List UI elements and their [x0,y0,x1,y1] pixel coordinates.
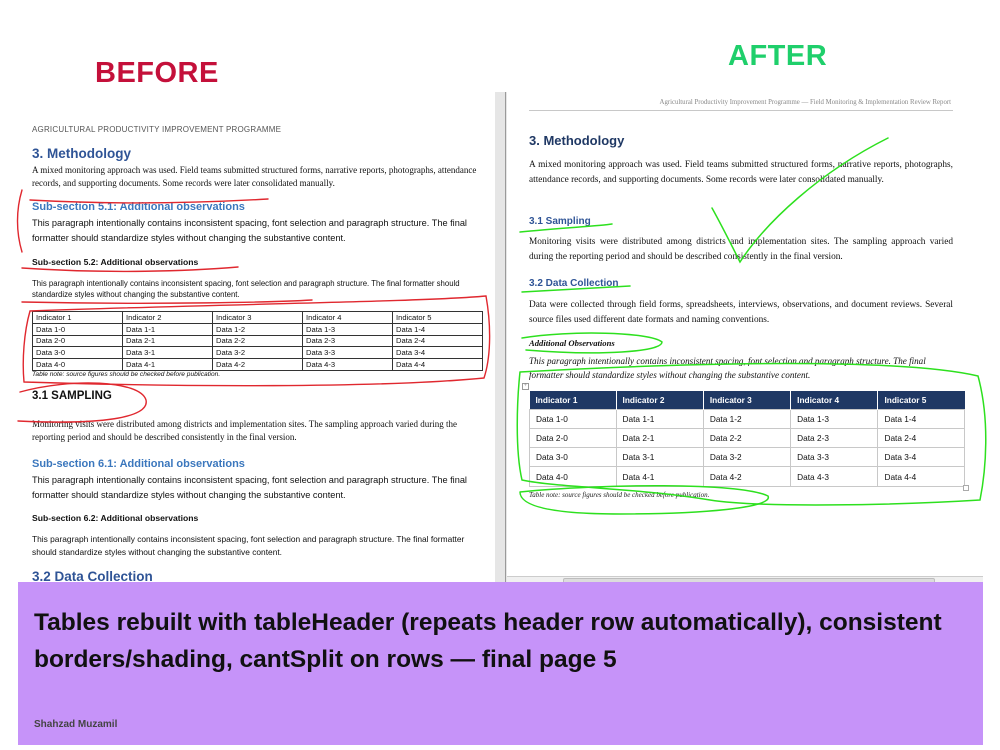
table-header-cell: Indicator 2 [122,311,213,324]
intro-paragraph: A mixed monitoring approach was used. Fi… [529,160,953,185]
table-header-cell: Indicator 1 [529,391,617,409]
table-cell: Data 4-4 [877,466,965,487]
caption-text: Tables rebuilt with tableHeader (repeats… [34,609,942,673]
table-header-cell: Indicator 2 [616,391,704,409]
author-credit: Shahzad Muzamil [34,719,118,730]
table-cell: Data 3-2 [212,346,303,360]
subsection-6-2-heading: Sub-section 6.2: Additional observations [32,513,199,523]
table-cell: Data 1-4 [877,408,965,429]
table-cell: Data 4-4 [392,358,483,371]
table-cell: Data 2-0 [529,427,617,449]
methodology-heading: 3. Methodology [529,133,625,148]
table-row: Data 3-0 Data 3-1 Data 3-2 Data 3-3 Data… [529,447,965,468]
table-cell: Data 3-4 [392,346,483,360]
table-move-handle-icon[interactable]: + [522,383,529,390]
table-cell: Data 3-0 [529,447,617,468]
table-row: Data 4-0 Data 4-1 Data 4-2 Data 4-3 Data… [529,466,965,487]
sampling-paragraph: Monitoring visits were distributed among… [32,419,458,442]
before-table-note: Table note: source figures should be che… [32,371,221,378]
table-cell: Data 1-1 [122,322,213,336]
before-label: BEFORE [95,57,219,89]
table-header-cell: Indicator 4 [790,391,879,409]
table-cell: Data 2-3 [790,427,879,449]
table-cell: Data 1-2 [212,322,303,336]
subsection-6-2-paragraph: This paragraph intentionally contains in… [32,534,465,557]
table-cell: Data 3-3 [302,346,393,360]
sampling-heading: 3.1 Sampling [529,216,591,227]
table-cell: Data 1-2 [702,408,792,429]
sampling-heading: 3.1 SAMPLING [32,390,112,402]
table-cell: Data 1-3 [302,322,393,336]
table-cell: Data 3-4 [877,447,965,468]
table-row: Data 3-0 Data 3-1 Data 3-2 Data 3-3 Data… [32,346,483,360]
header-rule [529,110,953,111]
programme-title: AGRICULTURAL PRODUCTIVITY IMPROVEMENT PR… [32,125,282,134]
table-cell: Data 4-2 [702,466,792,487]
table-cell: Data 1-0 [32,322,123,336]
table-header-cell: Indicator 3 [703,391,792,409]
subsection-5-2-heading: Sub-section 5.2: Additional observations [32,257,199,267]
table-cell: Data 1-0 [529,408,617,429]
table-cell: Data 1-3 [790,408,879,429]
table-cell: Data 4-3 [790,466,879,487]
table-cell: Data 2-4 [392,334,483,348]
after-table-note: Table note: source figures should be che… [529,491,710,499]
table-cell: Data 3-1 [122,346,213,360]
table-cell: Data 2-2 [212,334,303,348]
after-label: AFTER [728,40,828,72]
data-collection-heading: 3.2 Data Collection [529,278,619,289]
intro-paragraph: A mixed monitoring approach was used. Fi… [32,165,477,188]
table-header-cell: Indicator 5 [392,311,483,324]
additional-observations-heading: Additional Observations [529,338,615,348]
table-row: Data 2-0 Data 2-1 Data 2-2 Data 2-3 Data… [32,334,483,348]
table-cell: Data 2-4 [877,427,965,449]
table-header-cell: Indicator 5 [877,391,965,409]
table-header-row: Indicator 1 Indicator 2 Indicator 3 Indi… [32,311,483,324]
table-header-cell: Indicator 1 [32,311,123,324]
subsection-5-1-paragraph: This paragraph intentionally contains in… [32,218,467,243]
before-page: AGRICULTURAL PRODUCTIVITY IMPROVEMENT PR… [18,92,495,582]
data-collection-heading-cut: 3.2 Data Collection [32,569,153,582]
table-header-cell: Indicator 3 [212,311,303,324]
data-collection-paragraph: Data were collected through field forms,… [529,300,953,325]
page-divider [495,92,507,585]
table-cell: Data 4-1 [122,358,213,371]
table-cell: Data 4-3 [302,358,393,371]
table-cell: Data 3-0 [32,346,123,360]
table-cell: Data 2-0 [32,334,123,348]
table-cell: Data 4-1 [615,466,704,487]
subsection-5-1-heading: Sub-section 5.1: Additional observations [32,201,245,213]
table-cell: Data 4-0 [32,358,123,371]
table-row: Data 1-0 Data 1-1 Data 1-2 Data 1-3 Data… [529,408,965,429]
table-cell: Data 1-4 [392,322,483,336]
table-cell: Data 1-1 [615,408,704,429]
after-data-table: Indicator 1 Indicator 2 Indicator 3 Indi… [529,391,965,487]
running-header: Agricultural Productivity Improvement Pr… [659,99,951,106]
table-row: Data 2-0 Data 2-1 Data 2-2 Data 2-3 Data… [529,427,965,449]
before-data-table: Indicator 1 Indicator 2 Indicator 3 Indi… [32,311,483,371]
table-cell: Data 2-2 [702,427,792,449]
table-cell: Data 3-3 [790,447,879,468]
table-cell: Data 3-1 [615,447,704,468]
subsection-6-1-heading: Sub-section 6.1: Additional observations [32,458,245,470]
table-cell: Data 4-2 [212,358,303,371]
methodology-heading: 3. Methodology [32,146,131,161]
table-cell: Data 4-0 [529,466,617,487]
table-row: Data 4-0 Data 4-1 Data 4-2 Data 4-3 Data… [32,358,483,371]
subsection-6-1-paragraph: This paragraph intentionally contains in… [32,475,467,500]
table-header-row: Indicator 1 Indicator 2 Indicator 3 Indi… [529,391,965,409]
sampling-paragraph: Monitoring visits were distributed among… [529,237,953,262]
table-row: Data 1-0 Data 1-1 Data 1-2 Data 1-3 Data… [32,322,483,336]
table-cell: Data 3-2 [702,447,792,468]
after-page: Agricultural Productivity Improvement Pr… [507,92,983,585]
caption-banner: Tables rebuilt with tableHeader (repeats… [18,582,983,745]
additional-observations-paragraph: This paragraph intentionally contains in… [529,356,926,380]
subsection-5-2-paragraph: This paragraph intentionally contains in… [32,279,460,299]
table-cell: Data 2-3 [302,334,393,348]
table-resize-handle[interactable] [963,485,969,491]
table-cell: Data 2-1 [122,334,213,348]
table-cell: Data 2-1 [615,427,704,449]
table-header-cell: Indicator 4 [302,311,393,324]
